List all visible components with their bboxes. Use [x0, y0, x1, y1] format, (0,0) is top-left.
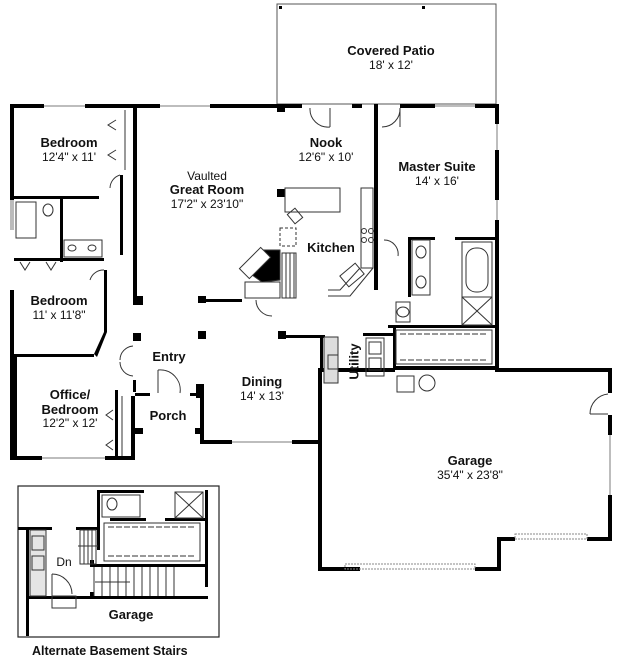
interior-walls	[14, 104, 498, 458]
exterior-walls	[10, 104, 612, 571]
room-name: Covered Patio	[347, 43, 435, 58]
inset-down-label: Dn	[56, 555, 72, 569]
room-nook: Nook 12'6" x 10'	[298, 135, 354, 164]
room-kitchen: Kitchen	[307, 240, 355, 256]
covered-patio-outline	[276, 3, 497, 105]
room-dimensions: 18' x 12'	[369, 57, 413, 72]
room-dimensions: 11' x 11'8"	[32, 307, 86, 322]
room-utility: Utility	[346, 343, 362, 380]
room-master-suite: Master Suite 14' x 16'	[398, 159, 476, 188]
down-text: Dn	[56, 555, 72, 569]
room-bedroom-2: Bedroom 11' x 11'8"	[30, 293, 88, 322]
room-dimensions: 12'2" x 12'	[42, 416, 98, 431]
room-name-line2: Bedroom	[41, 401, 99, 417]
room-porch: Porch	[149, 408, 187, 424]
windows	[42, 105, 611, 495]
room-name: Office/	[49, 387, 91, 402]
room-dimensions: 12'4" x 11'	[42, 149, 96, 164]
room-dimensions: 35'4" x 23'8"	[437, 467, 503, 482]
room-garage: Garage 35'4" x 23'8"	[437, 453, 503, 482]
room-name: Nook	[309, 135, 343, 150]
fixtures	[15, 107, 609, 456]
room-dimensions: 17'2" x 23'10"	[170, 196, 244, 211]
garage-doors	[344, 533, 588, 570]
room-name: Garage	[447, 453, 493, 468]
room-name: Kitchen	[307, 240, 355, 255]
inset-caption: Alternate Basement Stairs	[32, 644, 188, 658]
room-name: Great Room	[169, 182, 245, 198]
room-entry: Entry	[152, 349, 186, 365]
room-dimensions: 12'6" x 10'	[298, 149, 354, 164]
inset-drawing	[17, 485, 220, 638]
garage-text: Garage	[108, 607, 154, 622]
room-name: Bedroom	[30, 293, 88, 308]
room-great-room: Vaulted Great Room 17'2" x 23'10"	[169, 169, 245, 211]
room-name: Bedroom	[40, 135, 98, 150]
room-name: Porch	[149, 408, 187, 423]
inset-garage-label: Garage	[108, 607, 154, 623]
room-name: Dining	[241, 374, 283, 389]
room-prefix: Vaulted	[187, 169, 227, 183]
room-dimensions: 14' x 13'	[240, 388, 284, 403]
room-dimensions: 14' x 16'	[415, 173, 459, 188]
room-office-bedroom: Office/ Bedroom 12'2" x 12'	[41, 387, 99, 431]
room-dining: Dining 14' x 13'	[240, 374, 284, 403]
room-name: Entry	[152, 349, 186, 364]
room-bedroom-1: Bedroom 12'4" x 11'	[40, 135, 98, 164]
room-covered-patio: Covered Patio 18' x 12'	[347, 43, 435, 72]
room-name: Master Suite	[398, 159, 476, 174]
